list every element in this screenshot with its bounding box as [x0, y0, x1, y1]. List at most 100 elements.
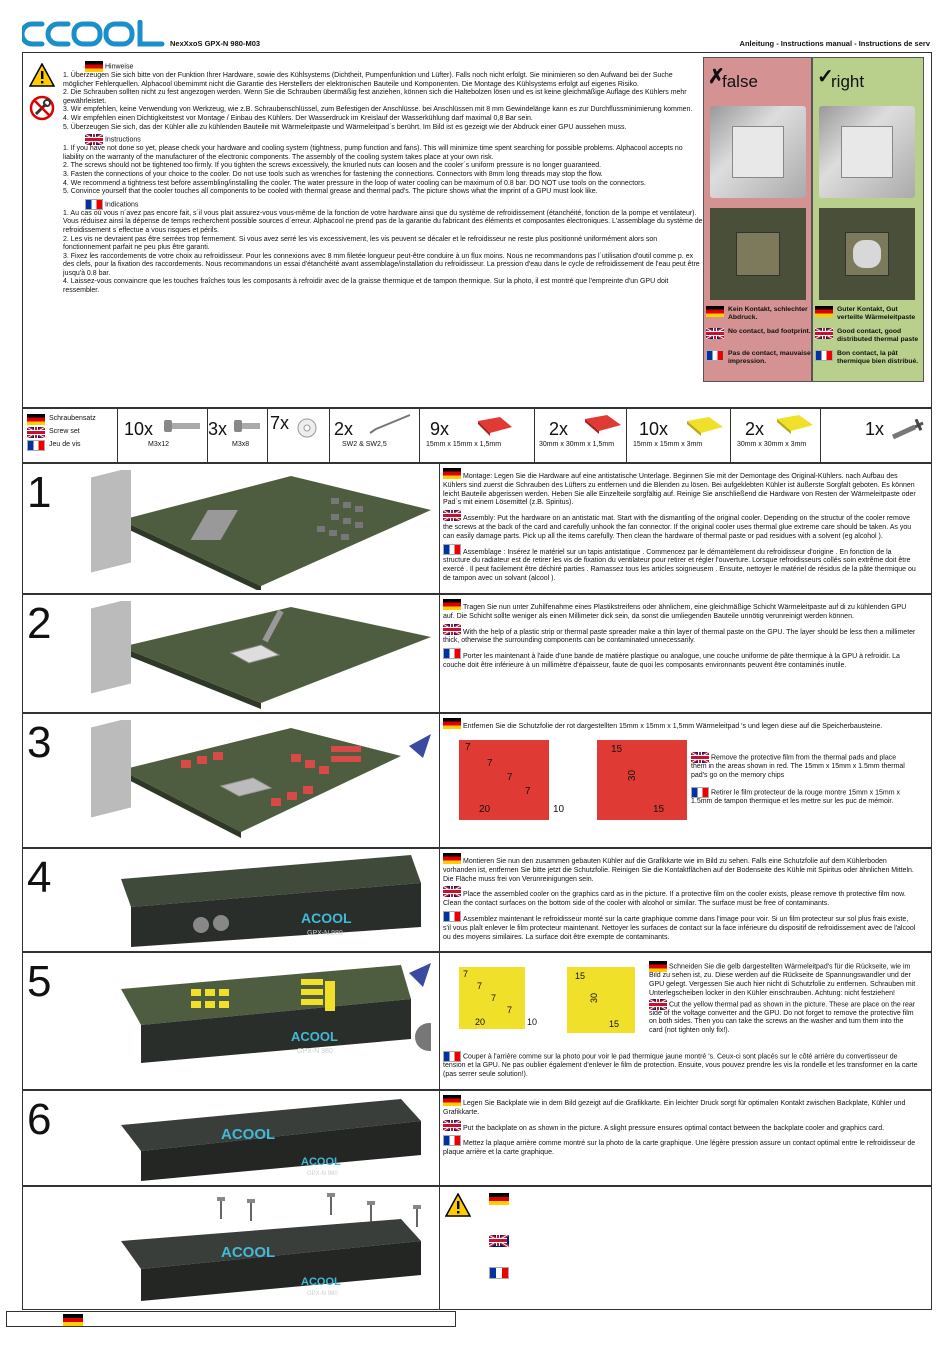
- step-4-de: Montieren Sie nun den zusammen gebauten …: [443, 858, 914, 883]
- uk-flag-icon: [706, 328, 724, 339]
- german-flag-icon: [489, 1193, 509, 1205]
- red-pad-diagram-large: 15 30 15: [597, 740, 687, 820]
- hex-key-icon: [369, 414, 411, 434]
- yellow-pad-icon: [687, 417, 723, 436]
- note-en-3: 3. Fasten the connections of your choice…: [63, 170, 603, 178]
- uk-flag-icon: [443, 886, 461, 898]
- step-4-fr: Assemblez maintenant le refroidisseur mo…: [443, 915, 916, 941]
- card-brand: ACOOL: [291, 1029, 338, 1044]
- check-icon: ✓: [817, 66, 834, 88]
- french-flag-icon: [443, 648, 461, 660]
- note-en-4: 4. We recommend a tightness test before …: [63, 179, 646, 187]
- dim-label: 30: [627, 769, 639, 782]
- gpu-chip-image: [710, 208, 806, 300]
- step-2-en: With the help of a plastic strip or ther…: [443, 628, 916, 645]
- card-brand: ACOOL: [221, 1126, 275, 1143]
- step-1-en: Assembly: Put the hardware on an antista…: [443, 515, 912, 540]
- dim-label: 15: [611, 744, 623, 755]
- step-3-en: Remove the protective film from the ther…: [691, 754, 905, 779]
- dim-label: 15: [575, 971, 586, 981]
- note-fr-3: 3. Fixez les raccordements de votre choi…: [63, 252, 700, 277]
- part-dim: M3x12: [148, 441, 170, 448]
- part-red-pad-small: 9x 15mm x 15mm x 1,5mm: [420, 409, 535, 462]
- syringe-icon: [891, 419, 924, 440]
- step-3-fr: Retirer le film protecteur de la rouge m…: [691, 789, 901, 805]
- right-label: right: [831, 72, 865, 91]
- step-2-de: Tragen Sie nun unter Zuhilfenahme eines …: [443, 604, 907, 620]
- uk-flag-icon: [27, 427, 45, 438]
- german-flag-icon: [63, 1314, 83, 1326]
- warning-icon: [29, 63, 55, 87]
- dim-label: 15: [609, 1019, 620, 1029]
- yellow-pad-icon: [777, 415, 813, 434]
- false-en-text: No contact, bad footprint.: [728, 328, 811, 335]
- step-1-de: Montage: Legen Sie die Hardware auf eine…: [443, 473, 916, 507]
- screw-set-de: Schraubensatz: [49, 415, 96, 422]
- german-flag-icon: [443, 718, 461, 729]
- uk-flag-icon: [489, 1235, 509, 1247]
- step-5-fr: Couper à l'arrière comme sur la photo po…: [443, 1053, 918, 1078]
- part-qty: 7x: [270, 413, 290, 433]
- uk-flag-icon: [815, 328, 833, 339]
- french-flag-icon: [27, 440, 45, 451]
- dim-label: 20: [479, 804, 491, 815]
- part-dim: 30mm x 30mm x 1,5mm: [539, 441, 615, 448]
- gpu-paste-illustration: [91, 601, 431, 709]
- french-flag-icon: [706, 350, 724, 361]
- card-model: GPX-N 980: [307, 930, 343, 937]
- notes-fr-title: Indications: [104, 201, 139, 209]
- dim-label: 10: [527, 1017, 538, 1027]
- alphacool-logo: [22, 20, 165, 47]
- dim-label: 30: [589, 992, 600, 1004]
- right-de-text: Guter Kontakt, Gut verteilte Wärmeleitpa…: [837, 306, 916, 321]
- right-en-text: Good contact, good distributed thermal p…: [837, 328, 919, 343]
- part-qty: 2x: [549, 419, 569, 439]
- part-qty: 3x: [208, 419, 228, 439]
- dim-label: 7: [491, 993, 497, 1003]
- step-final: ACOOL ACOOL GPX-N 980: [22, 1186, 932, 1310]
- notes-en-title: Instructions: [104, 136, 141, 144]
- step-5: 5 ACOOL GPX-N 980 7 7 7 7 20 10 15 30 15…: [22, 952, 932, 1090]
- part-yellow-pad-large: 2x 30mm x 30mm x 3mm: [731, 409, 821, 462]
- cooler-plate-image: [819, 106, 915, 198]
- german-flag-icon: [27, 414, 45, 425]
- card-model: GPX-N 980: [307, 1171, 338, 1177]
- red-pad-diagram-small: 7 7 7 7 20 10: [459, 740, 564, 820]
- dim-label: 7: [477, 981, 483, 991]
- gpu-cooler-illustration: ACOOL GPX-N 980: [121, 855, 421, 947]
- part-qty: 10x: [124, 419, 154, 439]
- note-en-5: 5. Convince yourself that the cooler tou…: [63, 188, 598, 196]
- card-brand: ACOOL: [301, 1156, 341, 1168]
- screw-set-fr: Jeu de vis: [49, 441, 81, 448]
- german-flag-icon: [443, 468, 461, 479]
- german-flag-icon: [706, 306, 724, 317]
- false-label: false: [722, 72, 758, 91]
- gpu-chip-image: [819, 208, 915, 300]
- part-thermal-paste: 1x: [821, 409, 931, 462]
- false-de-text: Kein Kontakt, schlechter Abdruck.: [728, 306, 808, 321]
- step-4-en: Place the assembled cooler on the graphi…: [443, 891, 906, 908]
- part-dim: 30mm x 30mm x 3mm: [737, 441, 807, 448]
- step-5-de: Schneiden Sie die gelb dargestellten Wär…: [649, 963, 916, 997]
- french-flag-icon: [443, 543, 461, 555]
- yellow-pad-diagram-small: 7 7 7 7 20 10: [459, 967, 537, 1029]
- gpu-red-pads-illustration: [91, 720, 431, 838]
- screw-icon: [164, 420, 200, 432]
- step-6-de: Legen Sie Backplate wie in dem Bild geze…: [443, 1100, 906, 1116]
- step-5-text-top: Schneiden Sie die gelb dargestellten Wär…: [649, 961, 917, 1036]
- part-dim: SW2 & SW2,5: [342, 441, 387, 448]
- part-dim: 15mm x 15mm x 1,5mm: [426, 441, 502, 448]
- screw-icon: [234, 420, 260, 432]
- part-qty: 1x: [865, 419, 885, 439]
- notes-text: Hinweise 1. Überzeugen Sie sich bitte vo…: [63, 59, 703, 296]
- part-qty: 2x: [745, 419, 765, 439]
- no-tools-icon: [29, 95, 55, 121]
- screw-set-label: Schraubensatz Screw set Jeu de vis: [23, 409, 118, 462]
- step-1: 1 Montage: Legen Sie die Hardware auf ei…: [22, 463, 932, 594]
- step-4-text: Montieren Sie nun den zusammen gebauten …: [443, 853, 918, 944]
- step-3-text: Entfernen Sie die Schutzfolie der rot da…: [443, 718, 918, 734]
- gpu-backplate-illustration: ACOOL ACOOL GPX-N 980: [121, 1099, 421, 1181]
- note-de-5: 5. Überzeugen Sie sich, das der Kühler a…: [63, 123, 627, 131]
- uk-flag-icon: [443, 510, 461, 522]
- german-flag-icon: [443, 599, 461, 610]
